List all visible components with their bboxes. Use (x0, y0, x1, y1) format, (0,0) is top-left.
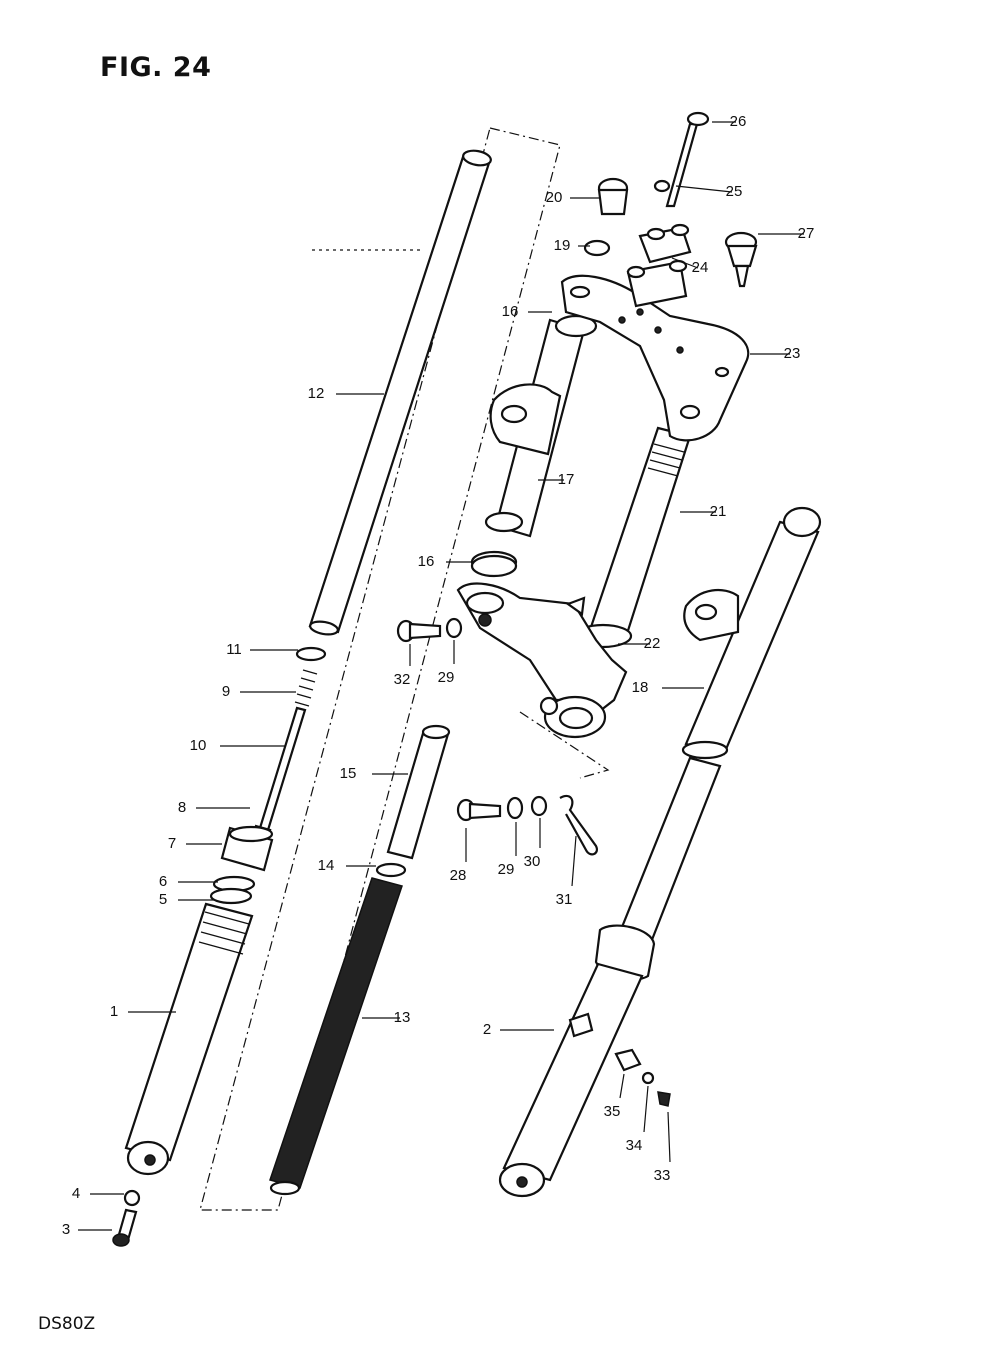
callout-label-c29b: 29 (498, 861, 515, 878)
leader-line-c31 (571, 835, 577, 887)
part-25-washer (653, 179, 671, 193)
callout-label-c2: 2 (483, 1021, 491, 1038)
callout-label-c25: 25 (726, 183, 743, 200)
callout-label-c22: 22 (644, 635, 661, 652)
part-31-clip (559, 794, 598, 856)
part-10-damper-rod (258, 706, 307, 832)
group-outline-left (199, 127, 561, 1211)
part-2-fork-outer-tube-right (498, 756, 722, 1198)
callout-label-c13: 13 (394, 1009, 411, 1026)
part-35-nut (614, 1048, 642, 1072)
part-4-washer (123, 1189, 141, 1207)
callout-label-c33: 33 (654, 1167, 671, 1184)
callout-label-c17: 17 (558, 471, 575, 488)
callout-label-c9: 9 (222, 683, 230, 700)
part-28-bolt (456, 798, 502, 822)
figure-title: FIG. 24 (100, 52, 212, 83)
leader-line-c25 (675, 185, 733, 193)
part-3-bolt (112, 1208, 138, 1247)
part-13-fork-spring (269, 877, 403, 1196)
callout-label-c35: 35 (604, 1103, 621, 1120)
leader-line-c34 (643, 1085, 649, 1133)
callout-label-c15: 15 (340, 765, 357, 782)
callout-label-c8: 8 (178, 799, 186, 816)
part-29-washer-lower (506, 796, 524, 820)
callout-label-c32: 32 (394, 671, 411, 688)
lower-bracket (456, 582, 628, 739)
callout-label-c29a: 29 (438, 669, 455, 686)
callout-label-c4: 4 (72, 1185, 80, 1202)
callout-label-c5: 5 (159, 891, 167, 908)
model-code: DS80Z (38, 1314, 96, 1334)
callout-label-c18: 18 (632, 679, 649, 696)
callout-label-c34: 34 (626, 1137, 643, 1154)
callout-label-c20: 20 (546, 189, 563, 206)
part-5-ring (209, 887, 253, 905)
part-21-steering-stem (588, 426, 692, 642)
fork-inner-tube-left (308, 149, 492, 636)
callout-label-c12: 12 (308, 385, 325, 402)
part-34-washer (641, 1071, 655, 1085)
leader-line-c33 (667, 1111, 671, 1163)
part-33-screw (657, 1091, 671, 1107)
callout-label-c26: 26 (730, 113, 747, 130)
callout-label-c27: 27 (798, 225, 815, 242)
callout-label-c21: 21 (710, 503, 727, 520)
part-19-washer (583, 239, 611, 257)
part-18-fork-inner-tube-right (681, 506, 822, 760)
part-9-rebound-spring (294, 669, 318, 707)
part-24-handlebar-holder (626, 223, 692, 308)
part-15-spacer (386, 724, 451, 860)
part-17-stem-pipe (484, 318, 586, 538)
callout-label-c11: 11 (226, 641, 242, 658)
part-30-washer (530, 795, 548, 817)
callout-label-c16a: 16 (502, 303, 519, 320)
fork-outer-tube-left (124, 902, 254, 1176)
part-7-bushing (220, 825, 274, 872)
part-29-washer-upper (445, 617, 463, 639)
part-14-ring (375, 862, 407, 878)
callout-label-c28: 28 (450, 867, 467, 884)
leader-line-c35 (619, 1073, 625, 1099)
part-27-bolt (724, 231, 758, 288)
callout-label-c10: 10 (190, 737, 207, 754)
callout-label-c30: 30 (524, 853, 541, 870)
part-32-bolt (396, 619, 442, 643)
part-11-ring (295, 646, 327, 662)
leader-line-c24 (671, 257, 699, 269)
callout-label-c24: 24 (692, 259, 709, 276)
callout-layer: 1234567891011121314151616171819202122232… (62, 113, 815, 1238)
callout-label-c14: 14 (318, 857, 335, 874)
callout-label-c6: 6 (159, 873, 167, 890)
callout-label-c3: 3 (62, 1221, 70, 1238)
callout-label-c31: 31 (556, 891, 573, 908)
part-16-bearing-lower-b (470, 554, 518, 578)
part-20-cap-bolt (597, 177, 629, 216)
callout-label-c19: 19 (554, 237, 571, 254)
part-23-upper-bracket (560, 274, 750, 442)
callout-label-c7: 7 (168, 835, 176, 852)
callout-label-c16b: 16 (418, 553, 435, 570)
callout-label-c23: 23 (784, 345, 801, 362)
part-26-bolt (665, 111, 710, 208)
callout-label-c1: 1 (110, 1003, 118, 1020)
group-outline-bracket (519, 711, 610, 779)
